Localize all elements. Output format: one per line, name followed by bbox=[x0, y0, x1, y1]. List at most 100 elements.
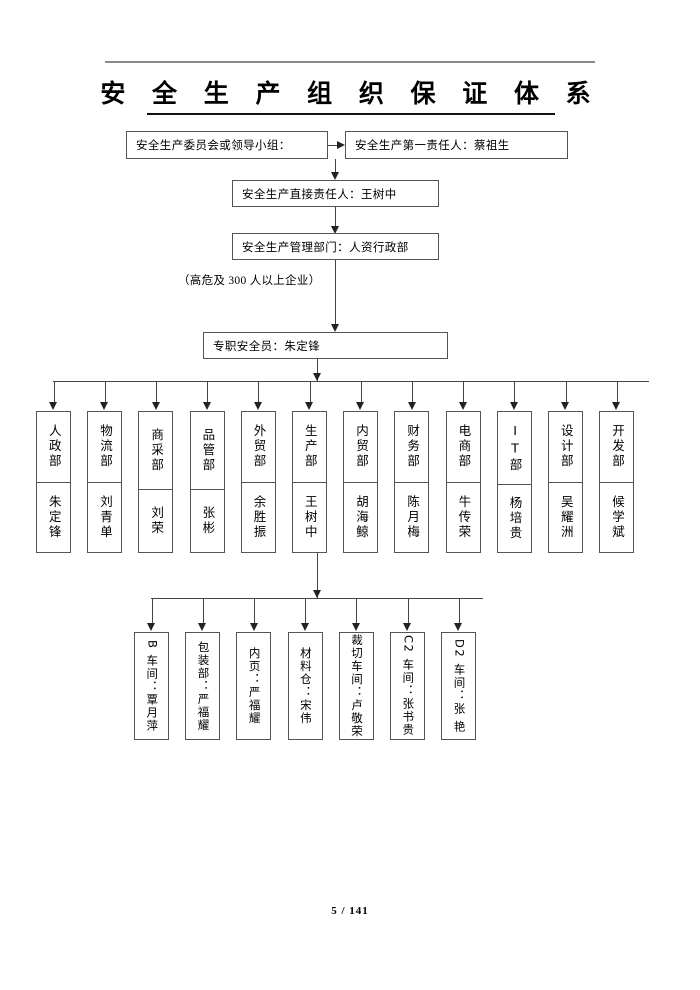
page-footer: 5 / 141 bbox=[331, 905, 369, 917]
department-name-cell: 财务部 bbox=[395, 412, 429, 483]
department-box[interactable]: 设计部吴耀洲 bbox=[548, 411, 583, 553]
department-box[interactable]: 人政部朱定锋 bbox=[36, 411, 71, 553]
connector-bus-to-department bbox=[360, 381, 362, 403]
workshop-label: 材料仓：宋伟 bbox=[298, 647, 313, 725]
title-underline bbox=[147, 113, 555, 115]
department-box[interactable]: 外贸部余胜振 bbox=[240, 411, 276, 553]
workshop-box[interactable]: 材料仓：宋伟 bbox=[287, 632, 323, 740]
department-box[interactable]: 开发部候学斌 bbox=[599, 411, 635, 553]
box-safety-officer[interactable]: 专职安全员：朱定锋 bbox=[203, 332, 448, 359]
connector-bus-to-department bbox=[104, 381, 106, 403]
workshop-box[interactable]: B 车间：覃月萍 bbox=[134, 632, 169, 740]
workshop-label-cell: 材料仓：宋伟 bbox=[289, 633, 322, 739]
workshop-box[interactable]: C2 车间：张书贵 bbox=[390, 632, 425, 740]
department-box[interactable]: 财务部陈月梅 bbox=[394, 411, 430, 553]
connector-production-to-workshop-bus bbox=[317, 553, 318, 598]
header-rule bbox=[105, 61, 595, 63]
connector-bus-to-department bbox=[155, 381, 157, 403]
box-safety-officer-label: 专职安全员：朱定锋 bbox=[213, 340, 321, 353]
workshop-box[interactable]: 裁切车间：卢敬荣 bbox=[338, 632, 374, 740]
department-box[interactable]: 内贸部胡海鲸 bbox=[343, 411, 379, 553]
workshop-label: B 车间：覃月萍 bbox=[145, 639, 160, 733]
workshop-label: 裁切车间：卢敬荣 bbox=[350, 634, 365, 738]
arrow-down-icon bbox=[300, 623, 309, 631]
department-person: 牛传荣 bbox=[456, 494, 472, 540]
connector-bus-to-workshop bbox=[151, 598, 153, 624]
department-box[interactable]: 电商部牛传荣 bbox=[445, 411, 481, 553]
workshop-box[interactable]: D2 车间：张 艳 bbox=[441, 632, 477, 740]
workshop-label: D2 车间：张 艳 bbox=[452, 638, 467, 734]
department-person: 刘荣 bbox=[149, 506, 165, 536]
department-person-cell: 张彬 bbox=[191, 490, 224, 552]
box-management-dept[interactable]: 安全生产管理部门：人资行政部 bbox=[232, 233, 439, 260]
department-person-cell: 陈月梅 bbox=[395, 483, 428, 553]
arrow-down-icon bbox=[454, 623, 463, 631]
department-name-cell: 设计部 bbox=[549, 412, 582, 483]
department-name: 电商部 bbox=[456, 424, 472, 470]
department-box[interactable]: 品管部张彬 bbox=[189, 411, 225, 553]
department-person: 杨培贵 bbox=[507, 496, 523, 541]
department-name-cell: 生产部 bbox=[293, 412, 326, 483]
connector-bus-to-department bbox=[207, 381, 209, 403]
box-committee[interactable]: 安全生产委员会或领导小组： bbox=[126, 131, 328, 159]
department-name-cell: 电商部 bbox=[446, 412, 480, 483]
connector-bus-to-workshop bbox=[202, 598, 204, 624]
department-name: 商采部 bbox=[149, 428, 165, 473]
department-person-cell: 朱定锋 bbox=[37, 483, 70, 553]
connector-mgmt-to-officer bbox=[335, 260, 336, 326]
workshop-label: 包装部：严福耀 bbox=[196, 640, 211, 732]
department-name: 物流部 bbox=[97, 424, 113, 470]
department-person: 王树中 bbox=[302, 494, 318, 540]
box-management-dept-label: 安全生产管理部门：人资行政部 bbox=[242, 241, 409, 254]
workshop-label-cell: B 车间：覃月萍 bbox=[135, 633, 168, 739]
connector-bus-to-workshop bbox=[356, 598, 358, 624]
arrow-down-icon bbox=[312, 373, 321, 381]
connector-bus-to-department bbox=[53, 381, 55, 403]
connector-bus-to-workshop bbox=[458, 598, 460, 624]
arrow-down-icon bbox=[202, 402, 211, 410]
department-name-cell: 品管部 bbox=[190, 412, 224, 490]
workshop-label-cell: C2 车间：张书贵 bbox=[391, 633, 424, 739]
department-name-cell: 外贸部 bbox=[241, 412, 275, 483]
department-name-cell: IT部 bbox=[497, 412, 531, 485]
workshop-label: 内页：严福耀 bbox=[247, 647, 262, 725]
department-person-cell: 胡海鲸 bbox=[344, 483, 377, 553]
department-name-cell: 内贸部 bbox=[344, 412, 378, 483]
connector-direct-to-mgmt bbox=[335, 207, 336, 228]
arrow-down-icon bbox=[509, 402, 518, 410]
department-name: 开发部 bbox=[609, 424, 625, 470]
connector-bus-to-department bbox=[514, 381, 516, 403]
connector-bus-to-department bbox=[565, 381, 567, 403]
department-name: IT部 bbox=[507, 423, 523, 473]
arrow-down-icon bbox=[458, 402, 467, 410]
department-person-cell: 王树中 bbox=[293, 483, 326, 553]
connector-bus-to-department bbox=[258, 381, 260, 403]
connector-bus-to-workshop bbox=[253, 598, 255, 624]
box-direct-responsible[interactable]: 安全生产直接责任人：王树中 bbox=[232, 180, 439, 207]
workshop-box[interactable]: 内页：严福耀 bbox=[236, 632, 272, 740]
note-high-risk: （高危及 300 人以上企业） bbox=[178, 275, 321, 287]
connector-bus-to-department bbox=[616, 381, 618, 403]
department-person-cell: 余胜振 bbox=[242, 483, 275, 553]
box-first-responsible[interactable]: 安全生产第一责任人：蔡祖生 bbox=[345, 131, 568, 159]
connector-bus-to-department bbox=[411, 381, 413, 403]
arrow-down-icon bbox=[407, 402, 416, 410]
department-person: 余胜振 bbox=[251, 494, 267, 540]
department-name: 内贸部 bbox=[353, 424, 369, 470]
department-name: 财务部 bbox=[405, 424, 421, 470]
department-name-cell: 人政部 bbox=[37, 412, 70, 483]
department-box[interactable]: IT部杨培贵 bbox=[496, 411, 532, 553]
arrow-down-icon bbox=[330, 324, 339, 332]
workshop-label: C2 车间：张书贵 bbox=[401, 635, 416, 737]
arrow-down-icon bbox=[198, 623, 207, 631]
arrow-down-icon bbox=[249, 623, 258, 631]
department-box[interactable]: 商采部刘荣 bbox=[138, 411, 174, 553]
workshop-label-cell: 包装部：严福耀 bbox=[186, 633, 219, 739]
arrow-down-icon bbox=[330, 172, 339, 180]
arrow-down-icon bbox=[561, 402, 570, 410]
arrow-down-icon bbox=[253, 402, 262, 410]
department-box[interactable]: 生产部王树中 bbox=[292, 411, 327, 553]
department-box[interactable]: 物流部刘青单 bbox=[87, 411, 123, 553]
workshop-box[interactable]: 包装部：严福耀 bbox=[185, 632, 221, 740]
